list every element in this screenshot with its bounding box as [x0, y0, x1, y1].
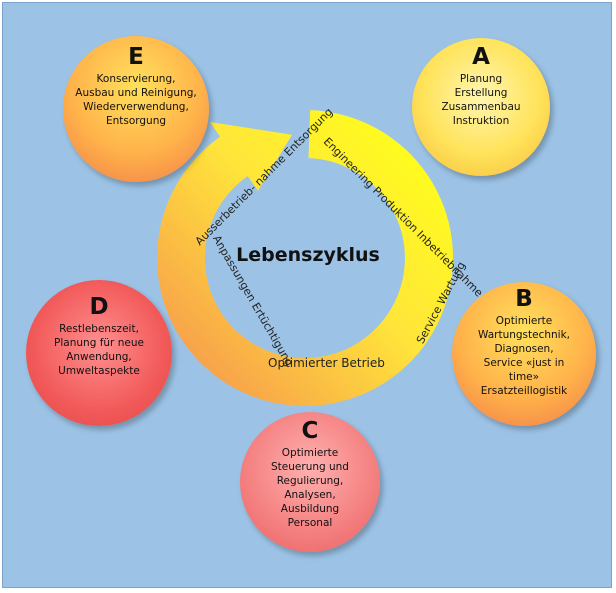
node-letter: A	[472, 44, 490, 70]
node-text: Planung Erstellung Zusammenbau Instrukti…	[441, 73, 521, 127]
ring-label-line: Optimierter	[268, 356, 338, 370]
node-e: E Konservierung, Ausbau und Reinigung, W…	[63, 36, 209, 182]
node-text: Optimierte Wartungstechnik, Diagnosen, S…	[477, 315, 571, 397]
node-letter: E	[128, 44, 144, 70]
node-c: C Optimierte Steuerung und Regulierung, …	[240, 412, 380, 552]
node-letter: C	[301, 418, 319, 444]
center-title: Lebenszyklus	[236, 244, 380, 266]
ring-label-line: Betrieb	[341, 356, 385, 370]
node-text: Restlebenszeit, Planung für neue Anwendu…	[54, 323, 144, 377]
ring-label-betrieb: Optimierter Betrieb	[268, 355, 385, 371]
node-letter: B	[515, 286, 533, 312]
node-text: Konservierung, Ausbau und Reinigung, Wie…	[75, 73, 197, 127]
ring-arrow	[157, 110, 454, 407]
node-b: B Optimierte Wartungstechnik, Diagnosen,…	[452, 282, 596, 426]
node-text: Optimierte Steuerung und Regulierung, An…	[271, 447, 349, 529]
node-d: D Restlebenszeit, Planung für neue Anwen…	[26, 280, 172, 426]
node-a: A Planung Erstellung Zusammenbau Instruk…	[412, 38, 550, 176]
node-letter: D	[89, 294, 109, 320]
